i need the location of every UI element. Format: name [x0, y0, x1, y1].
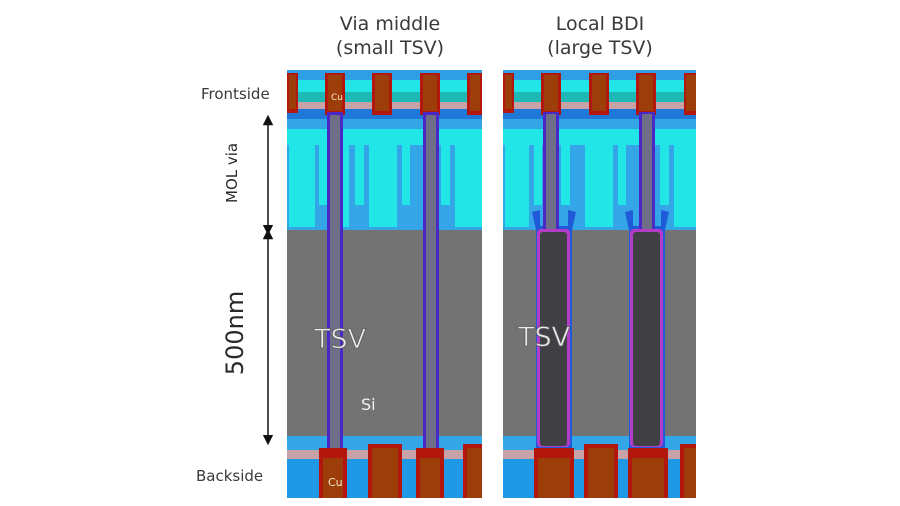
panel-title-via-middle: Via middle (small TSV) — [290, 12, 490, 60]
si-label: Si — [361, 395, 376, 414]
panel-title-line1: Via middle — [339, 13, 441, 35]
cu-label-bottom: Cu — [328, 476, 343, 489]
frontside-copper-pads — [287, 73, 482, 115]
via-middle-panel — [287, 70, 482, 498]
panel-title-line2: (large TSV) — [547, 37, 653, 59]
tsv-label-left: TSV — [313, 324, 367, 355]
panel-title-local-bdi: Local BDI (large TSV) — [500, 12, 700, 60]
frontside-copper-pads — [503, 73, 696, 115]
tsv-label-right: TSV — [517, 322, 571, 353]
cu-label-top: Cu — [331, 93, 343, 103]
mol-dielectric-fingers — [505, 145, 696, 227]
backside-copper-pads — [534, 444, 696, 498]
large-tsv-pillars — [532, 112, 669, 448]
frontside-label: Frontside — [201, 85, 270, 103]
backside-label: Backside — [196, 467, 264, 485]
panel-title-line1: Local BDI — [555, 13, 645, 35]
panel-title-line2: (small TSV) — [335, 37, 445, 59]
backside-copper-pads — [319, 444, 482, 498]
local-bdi-panel — [503, 70, 696, 498]
small-tsv-pillars — [327, 112, 439, 457]
